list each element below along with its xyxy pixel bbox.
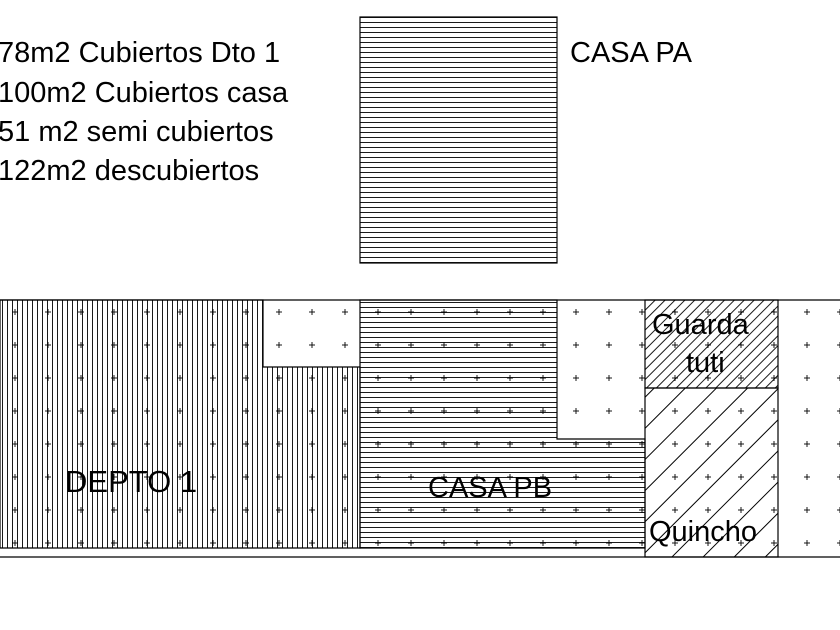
legend-line-uncovered: 122m2 descubiertos (0, 155, 259, 187)
guarda-label-line1: Guarda (652, 309, 750, 341)
area-legend: 78m2 Cubiertos Dto 1 100m2 Cubiertos cas… (0, 37, 289, 187)
guarda-label-line2: tuti (686, 347, 725, 379)
depto-1-label: DEPTO 1 (65, 464, 197, 499)
legend-line-covered-casa: 100m2 Cubiertos casa (0, 77, 289, 109)
casa-pa-area (359, 16, 558, 264)
ground-floor-plan: DEPTO 1 CASA PB Guarda tuti Quincho (0, 299, 840, 558)
casa-pb-label: CASA PB (428, 472, 552, 504)
quincho-label: Quincho (649, 516, 757, 548)
casa-pa-label: CASA PA (570, 37, 693, 69)
legend-line-semi-covered: 51 m2 semi cubiertos (0, 116, 274, 148)
legend-line-covered-depto: 78m2 Cubiertos Dto 1 (0, 37, 280, 69)
quincho-area (644, 387, 779, 558)
